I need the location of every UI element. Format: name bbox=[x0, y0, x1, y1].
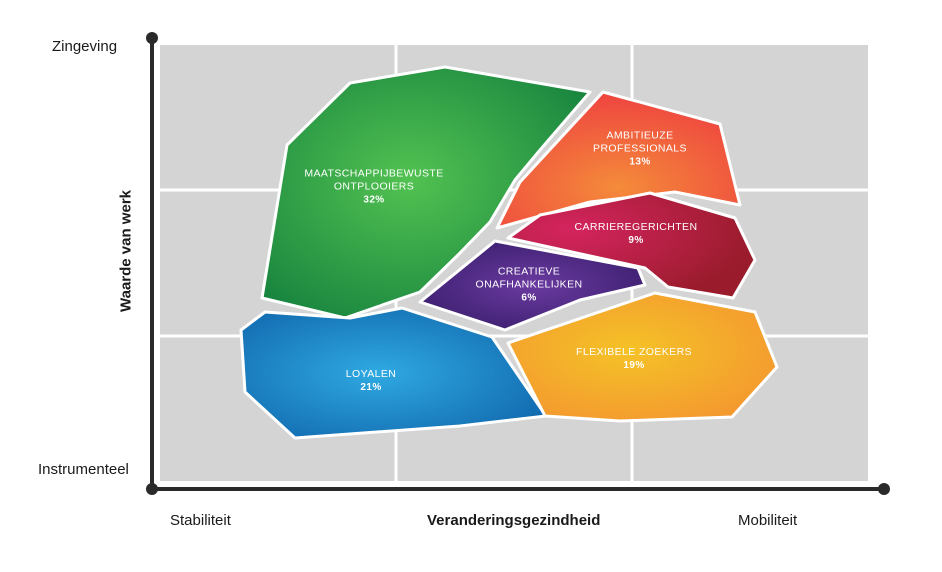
segment-loyalen bbox=[239, 306, 548, 440]
segment-name-line: CREATIEVE bbox=[497, 265, 561, 278]
x-axis-title: Veranderingsgezindheid bbox=[427, 512, 601, 529]
y-axis-top-label: Zingeving bbox=[52, 38, 118, 55]
segment-percentage: 32% bbox=[363, 194, 385, 206]
y-axis-end-dot bbox=[146, 32, 158, 44]
axes bbox=[146, 32, 890, 495]
segment-percentage: 9% bbox=[628, 235, 644, 246]
segment-creatieve-onafhankelijken bbox=[418, 239, 647, 332]
y-axis-title: Waarde van werk bbox=[117, 190, 135, 312]
x-axis-end-dot bbox=[878, 483, 890, 495]
segment-name-line: CARRIEREGERICHTEN bbox=[574, 221, 698, 233]
y-axis-bottom-label: Instrumenteel bbox=[38, 461, 129, 478]
x-axis-right-label: Mobiliteit bbox=[738, 512, 798, 529]
segment-label-flexibele-zoekers: FLEXIBELE ZOEKERS 19% bbox=[576, 346, 692, 372]
segments-group bbox=[239, 65, 779, 440]
segment-maatschappijbewuste-ontplooiers bbox=[260, 65, 592, 320]
origin-dot bbox=[146, 483, 158, 495]
segment-name-line: ONTPLOOIERS bbox=[333, 180, 415, 193]
segment-name-line: LOYALEN bbox=[345, 368, 397, 380]
segment-name-line: PROFESSIONALS bbox=[593, 142, 687, 155]
segment-percentage: 19% bbox=[623, 360, 645, 371]
segment-label-carrieregerichten: CARRIEREGERICHTEN 9% bbox=[575, 221, 698, 247]
x-axis-left-label: Stabiliteit bbox=[170, 512, 231, 529]
segment-percentage: 13% bbox=[629, 156, 651, 168]
segment-name-line: AMBITIEUZE bbox=[606, 129, 674, 142]
segment-label-loyalen: LOYALEN 21% bbox=[346, 368, 396, 394]
segment-name-line: FLEXIBELE ZOEKERS bbox=[576, 346, 692, 358]
segment-name-line: ONAFHANKELIJKEN bbox=[475, 278, 583, 291]
segment-percentage: 6% bbox=[521, 292, 537, 304]
segment-flexibele-zoekers bbox=[506, 291, 779, 423]
segment-name-line: MAATSCHAPPIJBEWUSTE bbox=[304, 167, 444, 180]
segment-percentage: 21% bbox=[360, 382, 382, 393]
segment-carrieregerichten bbox=[506, 191, 757, 300]
